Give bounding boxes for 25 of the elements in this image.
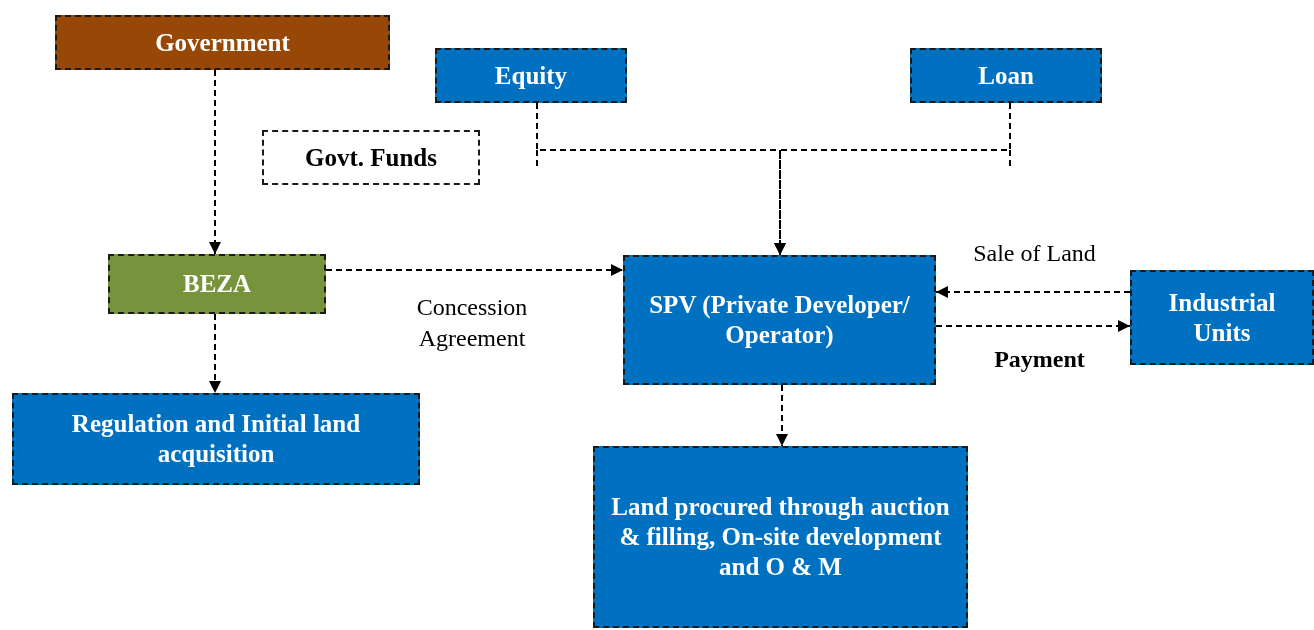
arrow xyxy=(774,102,1011,256)
entity-box xyxy=(55,15,390,70)
node-label: BEZA xyxy=(181,269,253,299)
node-label: Regulation and Initial land acquisition xyxy=(70,409,362,469)
node-label: Govt. Funds xyxy=(304,142,438,173)
process-box xyxy=(593,446,968,628)
process-box xyxy=(12,393,420,485)
node-label: Land procured through auction & filling, On-site development and O & M xyxy=(610,492,951,582)
node-label: Equity xyxy=(493,60,569,91)
entity-box xyxy=(108,254,326,314)
source-box xyxy=(910,48,1102,103)
entity-box xyxy=(1130,270,1314,365)
arrow xyxy=(325,264,624,276)
source-box xyxy=(435,48,627,103)
node-label: Industrial Units xyxy=(1167,287,1277,348)
node-label: SPV (Private Developer/ Operator) xyxy=(648,290,911,350)
source-box xyxy=(262,130,480,185)
arrow xyxy=(209,313,221,394)
node-label: Government xyxy=(154,27,291,58)
node-label: Loan xyxy=(977,60,1035,91)
arrow xyxy=(209,69,221,255)
arrow xyxy=(935,320,1131,332)
entity-box xyxy=(623,255,936,385)
arrow xyxy=(935,286,1131,298)
arrow xyxy=(776,384,788,447)
